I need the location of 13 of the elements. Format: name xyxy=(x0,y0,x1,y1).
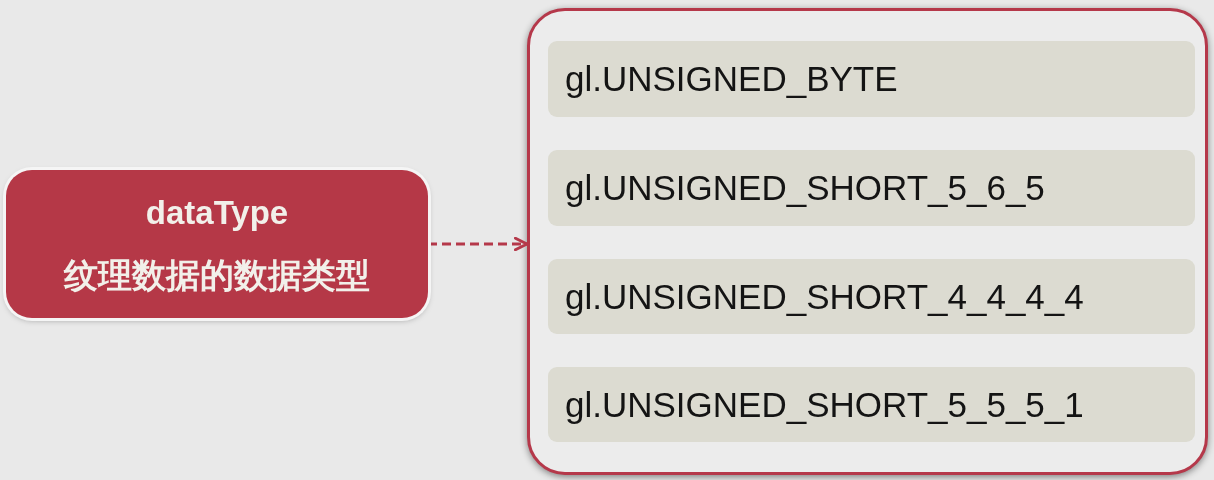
list-item-bar xyxy=(548,150,1195,226)
list-item-bar xyxy=(548,367,1195,442)
data-type-name: gl.UNSIGNED_SHORT_5_5_5_1 xyxy=(565,383,1084,426)
process-box xyxy=(6,170,428,318)
list-item-bar xyxy=(548,259,1195,334)
data-type-name: gl.UNSIGNED_BYTE xyxy=(565,58,898,100)
data-type-name: gl.UNSIGNED_SHORT_5_6_5 xyxy=(565,167,1045,209)
data-type-name: gl.UNSIGNED_SHORT_4_4_4_4 xyxy=(565,275,1084,318)
list-item-bar xyxy=(548,41,1195,117)
node-title: dataType xyxy=(145,193,289,233)
container-panel xyxy=(527,8,1208,475)
dashed-arrow xyxy=(428,236,529,252)
node-subtitle: 纹理数据的数据类型 xyxy=(64,255,370,295)
